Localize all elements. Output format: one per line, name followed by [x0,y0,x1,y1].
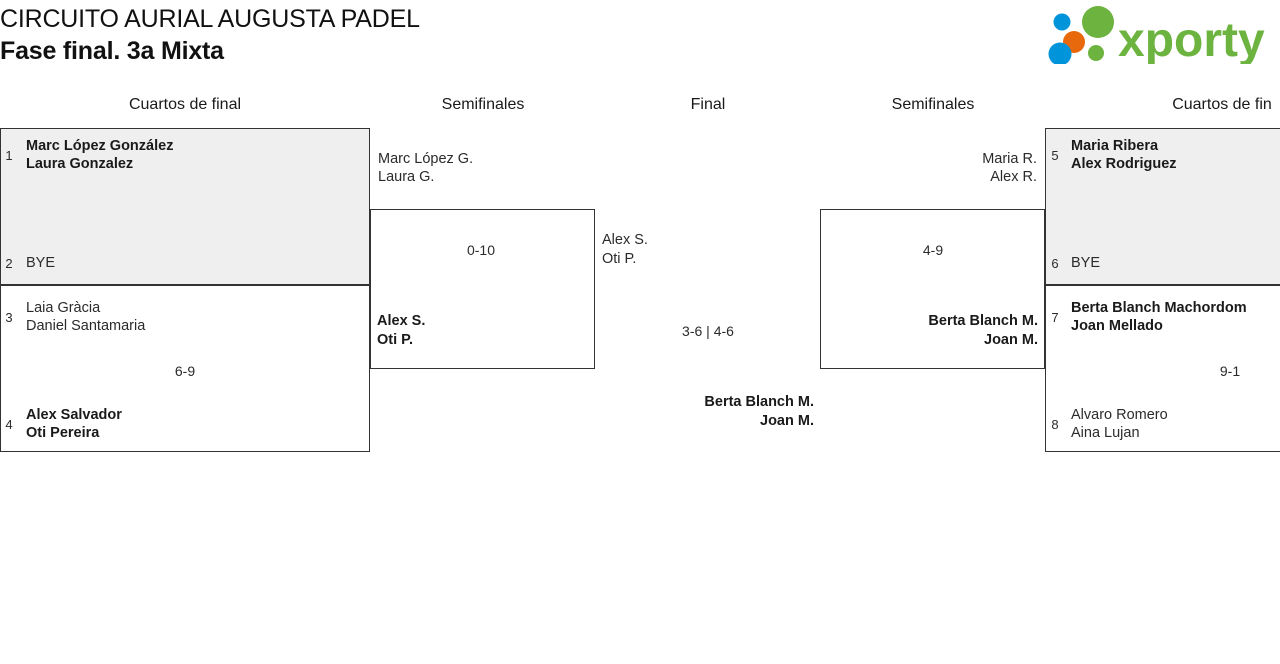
logo-dot-green-small [1088,45,1104,61]
team-final-bottom-player1: Berta Blanch M. [704,394,814,410]
column-header-final: Final [690,96,726,113]
team-qf4-bottom-player1: Alvaro Romero [1071,407,1168,423]
match-box-qf3[interactable] [1045,128,1280,285]
team-qf1-top-player1: Marc López González [26,138,174,154]
team-sf-right-bottom-player2: Joan M. [984,332,1038,348]
team-sf-right-top-player1: Maria R. [982,151,1037,167]
logo-dot-green-large [1082,6,1114,38]
column-header-quarterfinals-right: Cuartos de fin [1172,96,1272,113]
team-qf2-bottom-player1: Alex Salvador [26,407,122,423]
team-qf1-top-player2: Laura Gonzalez [26,156,134,172]
match-box-qf2[interactable] [0,285,370,452]
team-qf4-top-player1: Berta Blanch Machordom [1071,300,1247,316]
team-qf4-bottom-player2: Aina Lujan [1071,425,1140,441]
team-sf-left-top-player2: Laura G. [378,169,435,185]
column-header-semifinals-left: Semifinales [441,96,525,113]
team-sf-left-top-player1: Marc López G. [378,151,474,167]
page-title-block: CIRCUITO AURIAL AUGUSTA PADEL Fase final… [0,0,700,68]
seed-number-4: 4 [5,417,13,432]
score-final: 3-6 | 4-6 [682,323,734,339]
phase-title: Fase final. 3a Mixta [0,37,224,66]
team-qf3-top-player2: Alex Rodriguez [1071,156,1177,172]
score-qf4: 9-1 [1219,363,1241,379]
column-header-quarterfinals-left: Cuartos de final [128,96,242,113]
seed-number-5: 5 [1051,148,1059,163]
match-box-sf-right[interactable] [820,209,1045,369]
seed-number-3: 3 [5,310,13,325]
team-sf-left-bottom-player2: Oti P. [377,332,413,348]
tournament-title: CIRCUITO AURIAL AUGUSTA PADEL [0,5,420,33]
team-final-top-player1: Alex S. [602,232,648,248]
column-header-semifinals-right: Semifinales [891,96,975,113]
team-sf-right-top-player2: Alex R. [990,169,1037,185]
seed-number-2: 2 [5,256,13,271]
match-box-sf-left[interactable] [370,209,595,369]
team-qf4-top-player2: Joan Mellado [1071,318,1163,334]
seed-number-1: 1 [5,148,13,163]
team-qf3-top-player1: Maria Ribera [1071,138,1159,154]
score-qf2: 6-9 [174,363,196,379]
team-final-top-player2: Oti P. [602,251,637,267]
team-final-bottom-player2: Joan M. [760,413,814,429]
match-box-qf4[interactable] [1045,285,1280,452]
team-qf2-bottom-player2: Oti Pereira [26,425,100,441]
logo-dot-blue-small [1053,13,1071,31]
seed-number-6: 6 [1051,256,1059,271]
score-sf-right: 4-9 [922,242,944,258]
match-box-qf1[interactable] [0,128,370,285]
seed-number-8: 8 [1051,417,1059,432]
team-qf2-top-player2: Daniel Santamaria [26,318,146,334]
team-qf3-bottom-bye: BYE [1071,255,1101,271]
team-sf-left-bottom-player1: Alex S. [377,313,426,329]
seed-number-7: 7 [1051,310,1059,325]
team-sf-right-bottom-player1: Berta Blanch M. [928,313,1038,329]
score-sf-left: 0-10 [466,242,496,258]
team-qf2-top-player1: Laia Gràcia [26,300,101,316]
logo-wordmark: xporty [1118,14,1265,64]
logo-dot-blue-large [1048,42,1072,64]
team-qf1-bottom-bye: BYE [26,255,56,271]
xporty-logo[interactable]: xporty [1048,6,1274,64]
